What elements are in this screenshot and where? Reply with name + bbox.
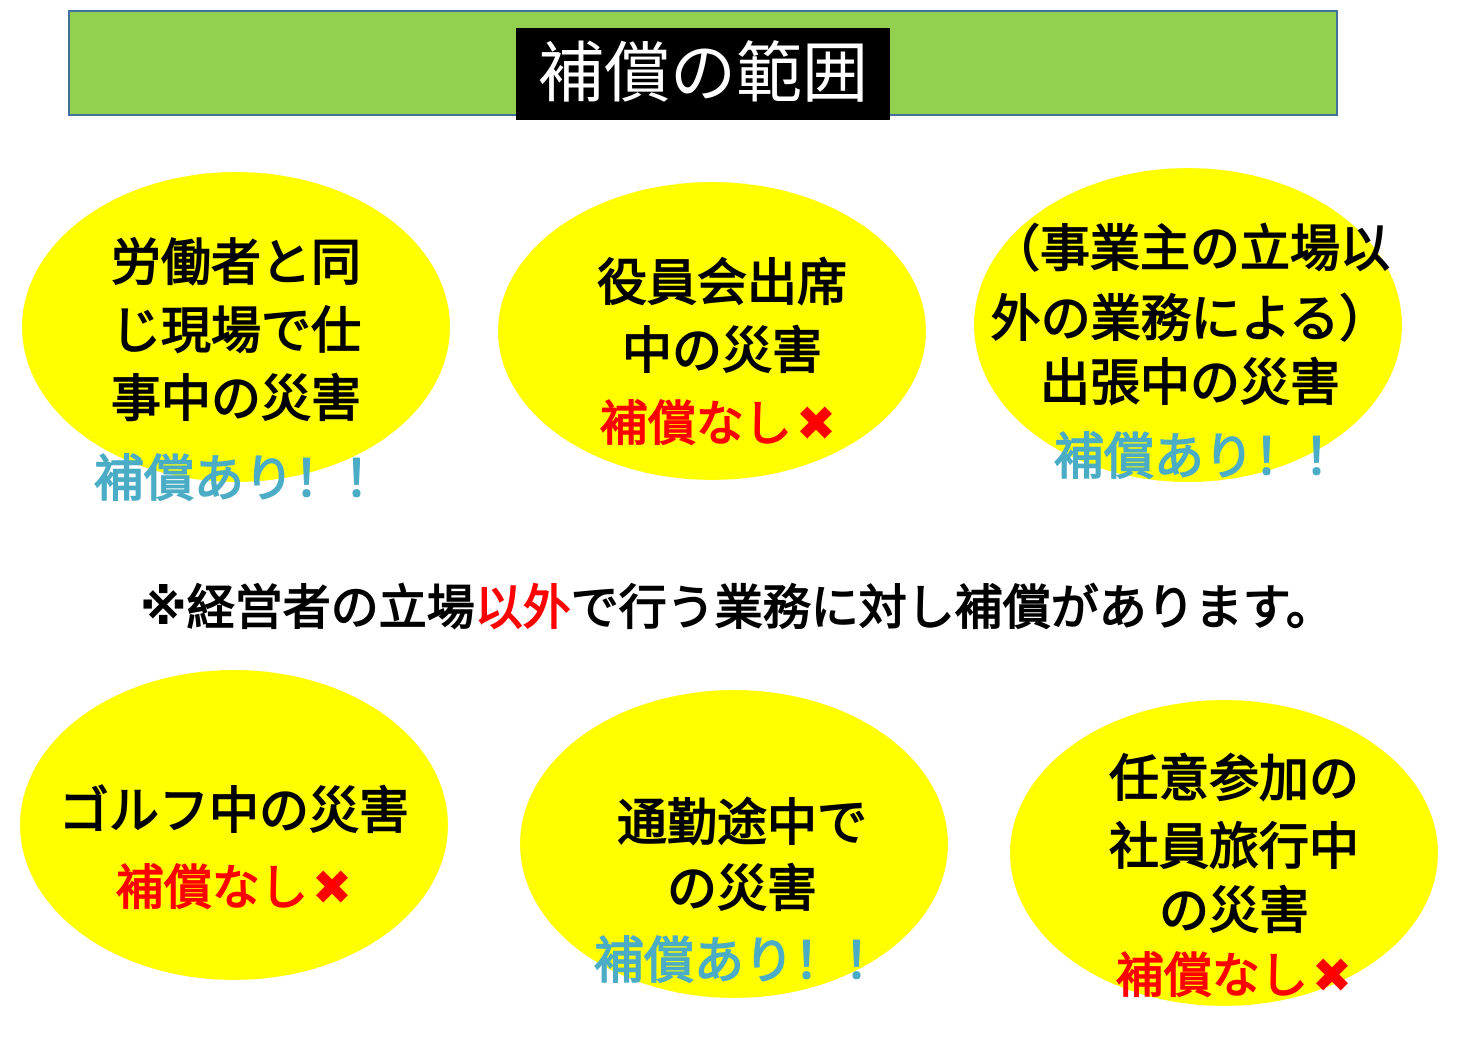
- case-2-result-label: 補償なし: [599, 396, 792, 452]
- case-1-line-3: 事中の災害: [111, 370, 361, 428]
- case-2-line-2: 中の災害: [622, 322, 822, 380]
- case-ellipse-6: [1010, 700, 1438, 1006]
- case-5-result: 補償あり！！: [594, 932, 894, 990]
- case-6-line-1: 任意参加の: [1109, 750, 1359, 808]
- cross-icon: ✖: [1311, 948, 1353, 1004]
- case-2-line-1: 役員会出席: [597, 254, 847, 312]
- case-3-line-2: 外の業務による）: [990, 290, 1390, 348]
- case-ellipse-1: [22, 172, 450, 482]
- case-ellipse-5: [520, 690, 948, 998]
- case-6-result: 補償なし✖: [1020, 946, 1448, 1006]
- case-4-line-1: ゴルフ中の災害: [59, 782, 409, 840]
- case-5-line-1: 通勤途中で: [617, 794, 867, 852]
- case-1-line-1: 労働者と同: [111, 234, 361, 292]
- case-ellipse-2: [498, 182, 926, 480]
- case-3-line-1: （事業主の立場以: [990, 220, 1390, 278]
- case-4-result-label: 補償なし: [115, 860, 308, 916]
- page-title: 補償の範囲: [516, 28, 890, 120]
- cross-icon: ✖: [795, 396, 837, 452]
- case-6-line-3: の災害: [1159, 882, 1309, 940]
- note-before: ※経営者の立場: [140, 580, 475, 636]
- case-4-result: 補償なし✖: [20, 858, 448, 918]
- cross-icon: ✖: [311, 860, 353, 916]
- case-6-line-2: 社員旅行中: [1109, 818, 1359, 876]
- case-6-result-label: 補償なし: [1115, 948, 1308, 1004]
- case-ellipse-4: [20, 670, 448, 980]
- case-5-line-2: の災害: [667, 860, 817, 918]
- case-1-result: 補償あり！！: [94, 450, 394, 508]
- note-after: で行う業務に対し補償があります。: [570, 580, 1334, 636]
- case-ellipse-3: [974, 168, 1402, 482]
- case-1-line-2: じ現場で仕: [111, 302, 361, 360]
- case-3-result: 補償あり！！: [1054, 428, 1354, 486]
- coverage-note: ※経営者の立場以外で行う業務に対し補償があります。: [0, 578, 1474, 638]
- case-3-line-3: 出張中の災害: [1040, 354, 1340, 412]
- case-2-result: 補償なし✖: [504, 394, 932, 454]
- note-highlight: 以外: [474, 580, 571, 636]
